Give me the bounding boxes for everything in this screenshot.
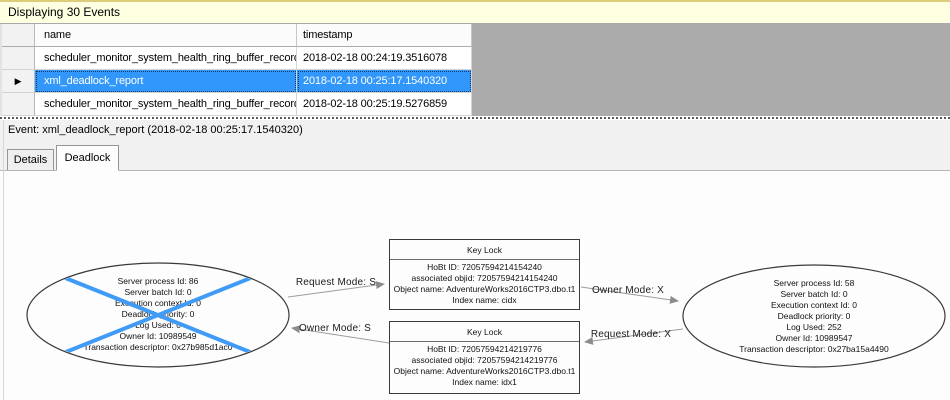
- process-node-ellipse: [682, 264, 946, 368]
- edge-label-request-s: Request Mode: S: [295, 277, 377, 288]
- horizontal-splitter[interactable]: [0, 116, 950, 120]
- process-node-victim: Server process Id: 86 Server batch Id: 0…: [38, 276, 278, 353]
- event-row[interactable]: scheduler_monitor_system_health_ring_buf…: [2, 93, 472, 116]
- resource-title: Key Lock: [390, 240, 579, 260]
- column-header-name[interactable]: name: [35, 24, 297, 47]
- process-line: Owner Id: 10989549: [119, 331, 197, 341]
- process-line: Server process Id: 86: [117, 276, 199, 286]
- event-timestamp-cell[interactable]: 2018-02-18 00:25:19.5276859: [297, 93, 472, 116]
- detail-tab-strip: Details Deadlock: [0, 141, 950, 171]
- tab-details[interactable]: Details: [7, 149, 54, 171]
- process-line: Server batch Id: 0: [124, 287, 192, 297]
- resource-line: Index name: cidx: [452, 295, 517, 305]
- tab-deadlock[interactable]: Deadlock: [56, 145, 119, 171]
- event-name-cell[interactable]: scheduler_monitor_system_health_ring_buf…: [35, 47, 297, 70]
- process-line: Execution context Id: 0: [115, 298, 201, 308]
- resource-title: Key Lock: [390, 322, 579, 342]
- process-node: Server process Id: 58 Server batch Id: 0…: [694, 278, 934, 355]
- event-name-cell[interactable]: xml_deadlock_report: [35, 70, 297, 93]
- resource-line: HoBt ID: 72057594214219776: [427, 344, 542, 354]
- resource-node-keylock-idx1: Key Lock HoBt ID: 72057594214219776 asso…: [389, 321, 580, 394]
- deadlock-graph-panel: Server process Id: 86 Server batch Id: 0…: [0, 170, 950, 400]
- displaying-events-bar: Displaying 30 Events: [0, 0, 950, 24]
- events-grid: name timestamp scheduler_monitor_system_…: [0, 24, 950, 116]
- edge-label-request-x: Request Mode: X: [590, 329, 672, 340]
- process-line: Server batch Id: 0: [780, 289, 848, 299]
- row-selector-cell[interactable]: [2, 93, 35, 116]
- resource-line: Index name: idx1: [452, 377, 517, 387]
- edge-owner-x: [580, 286, 679, 304]
- process-line: Log Used: 252: [786, 322, 842, 332]
- edge-label-owner-x: Owner Mode: X: [591, 285, 665, 296]
- edge-label-owner-s: Owner Mode: S: [298, 323, 372, 334]
- event-name-cell[interactable]: scheduler_monitor_system_health_ring_buf…: [35, 93, 297, 116]
- column-header-timestamp[interactable]: timestamp: [297, 24, 472, 47]
- process-line: Server process Id: 58: [773, 278, 855, 288]
- row-selector-cell[interactable]: [2, 47, 35, 70]
- process-line: Log Used: 0: [135, 320, 181, 330]
- edge-owner-s: [291, 325, 390, 344]
- resource-line: Object name: AdventureWorks2016CTP3.dbo.…: [393, 366, 576, 376]
- process-line: Deadlock priority: 0: [121, 309, 195, 319]
- resource-line: Object name: AdventureWorks2016CTP3.dbo.…: [393, 284, 576, 294]
- selected-row-indicator-icon[interactable]: ▶: [2, 70, 35, 93]
- event-timestamp-cell[interactable]: 2018-02-18 00:25:17.1540320: [297, 70, 472, 93]
- resource-line: associated objid: 72057594214154240: [411, 273, 558, 283]
- process-line: Execution context Id: 0: [771, 300, 857, 310]
- panel-left-border: [3, 120, 4, 400]
- event-timestamp-cell[interactable]: 2018-02-18 00:24:19.3516078: [297, 47, 472, 70]
- process-line: Transaction descriptor: 0x27ba15a4490: [739, 344, 889, 354]
- edge-request-s: [287, 281, 385, 298]
- selected-event-header: Event: xml_deadlock_report (2018-02-18 0…: [0, 120, 950, 141]
- process-line: Owner Id: 10989547: [775, 333, 853, 343]
- row-selector-header[interactable]: [2, 24, 35, 47]
- event-row[interactable]: scheduler_monitor_system_health_ring_buf…: [2, 47, 472, 70]
- event-row-selected[interactable]: ▶ xml_deadlock_report 2018-02-18 00:25:1…: [2, 70, 472, 93]
- resource-line: associated objid: 72057594214219776: [411, 355, 558, 365]
- process-line: Transaction descriptor: 0x27b985d1ac0: [83, 342, 233, 352]
- edge-request-x: [584, 328, 684, 345]
- grid-header-row: name timestamp: [2, 24, 472, 47]
- resource-node-keylock-cidx: Key Lock HoBt ID: 72057594214154240 asso…: [389, 239, 580, 310]
- resource-line: HoBt ID: 72057594214154240: [427, 262, 542, 272]
- process-line: Deadlock priority: 0: [777, 311, 851, 321]
